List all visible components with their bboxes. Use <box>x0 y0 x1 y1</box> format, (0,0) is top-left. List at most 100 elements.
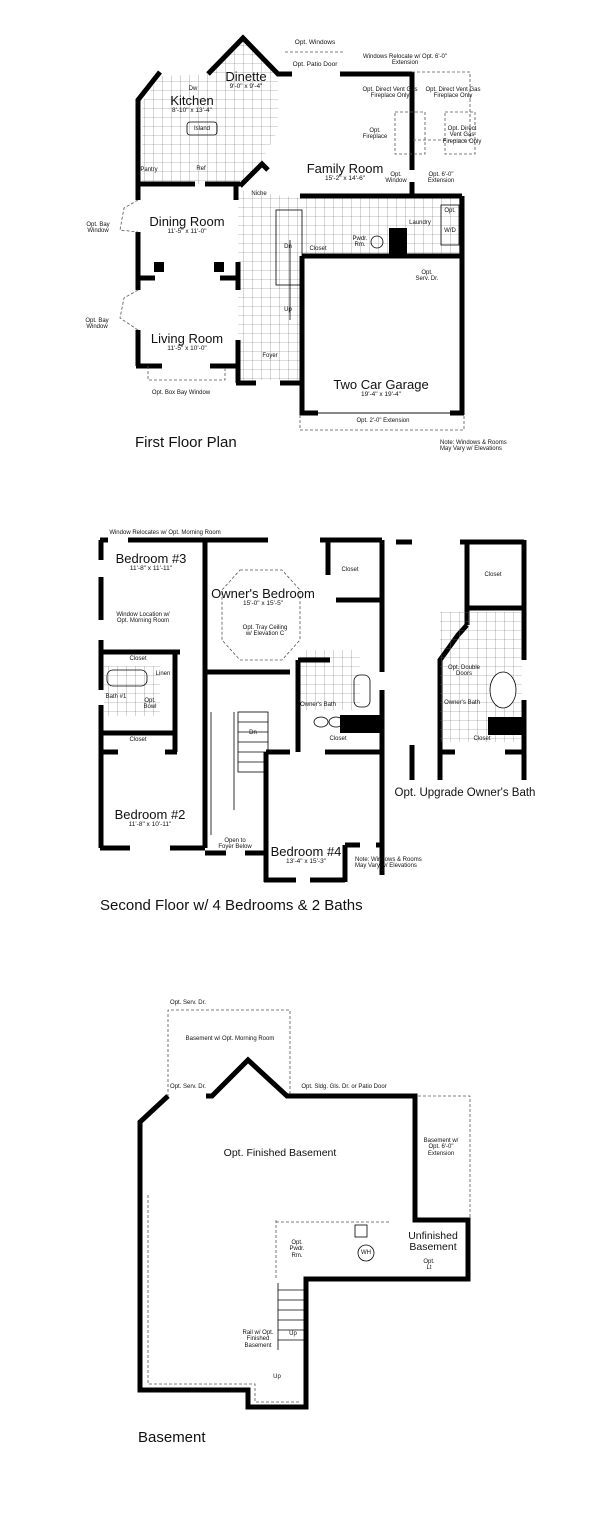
note-line: Note: Windows & Rooms <box>355 857 422 863</box>
second-floor-title: Second Floor w/ 4 Bedrooms & 2 Baths <box>100 897 363 914</box>
label-bay-window-1: Opt. Bay Window <box>86 222 110 235</box>
label-opt-windows: Opt. Windows <box>294 39 336 46</box>
chimney-block <box>389 228 407 256</box>
room-name: Dining Room <box>149 214 225 229</box>
label-opt-powder-room: Opt. Pwdr. Rm. <box>289 1240 305 1259</box>
foyer-tile-floor <box>238 190 300 380</box>
label-window-relocates: Window Relocates w/ Opt. Morning Room <box>109 530 221 536</box>
room-name: Bedroom #3 <box>115 551 187 566</box>
note-line: Note: Windows & Rooms <box>440 440 507 446</box>
owners-bath-chase <box>340 715 382 733</box>
label-refrigerator: Ref <box>196 166 206 172</box>
basement-optional-lines <box>147 1009 471 1403</box>
label-opt-window: Opt. Window <box>385 172 407 185</box>
first-floor-title: First Floor Plan <box>135 434 237 451</box>
label-direct-vent-1: Opt. Direct Vent Gas Fireplace Only <box>362 87 418 100</box>
hall-tile-floor <box>300 198 460 256</box>
upgrade-chase <box>488 717 524 735</box>
label-opt-bowl: Opt. Bowl <box>143 698 157 711</box>
label-closet-bedroom3: Closet <box>129 656 147 662</box>
room-name: Kitchen <box>170 93 214 108</box>
room-dimensions: 19'-4" x 19'-4" <box>361 390 401 398</box>
label-dishwasher: Dw <box>188 86 198 92</box>
label-service-door: Opt. Serv. Dr. <box>170 1084 206 1090</box>
label-stairs-up: Up <box>284 307 292 313</box>
label-water-heater: WH <box>361 1250 371 1256</box>
label-finished-basement: Opt. Finished Basement <box>223 1147 337 1159</box>
label-tray-ceiling: Opt. Tray Ceiling w/ Elevation C <box>242 625 288 638</box>
room-dimensions: 13'-4" x 15'-3" <box>286 857 326 865</box>
label-foyer: Foyer <box>262 353 278 359</box>
label-double-doors: Opt. Double Doors <box>447 665 481 678</box>
room-dimensions: 8'-10" x 13'-4" <box>172 106 212 114</box>
first-floor-fixtures <box>186 121 460 320</box>
label-basement-extension: Basement w/ Opt. 6'-0" Extension <box>423 1138 459 1157</box>
note-line: May Vary w/ Elevations <box>440 446 502 453</box>
label-stairs-up: Up <box>289 1331 297 1337</box>
label-window-location: Window Location w/ Opt. Morning Room <box>116 612 170 625</box>
basement-plan <box>137 1009 471 1410</box>
label-direct-vent-3: Opt. Direct Vent Gas Fireplace Only <box>442 126 482 145</box>
label-opt-patio-door: Opt. Patio Door <box>292 61 338 68</box>
label-closet-bedroom2: Closet <box>129 737 147 743</box>
upgrade-bath-walls <box>396 539 527 780</box>
first-floor-plan <box>119 34 476 431</box>
label-open-to-foyer: Open to Foyer Below <box>218 838 252 851</box>
label-laundry: Laundry <box>409 220 431 226</box>
room-name: Family Room <box>306 161 384 176</box>
basement-outer-walls <box>137 1056 471 1410</box>
basement-stairs <box>277 1224 375 1350</box>
label-closet-bedroom4: Closet <box>329 736 347 742</box>
room-dimensions: 15'-0" x 15'-5" <box>243 599 283 607</box>
tray-ceiling-outline <box>221 569 301 661</box>
label-box-bay-window: Opt. Box Bay Window <box>151 390 211 396</box>
label-upgrade-owners-bath: Owner's Bath <box>444 700 480 706</box>
room-name: Two Car Garage <box>333 377 429 392</box>
label-bath-1: Bath #1 <box>105 694 127 700</box>
room-name: Living Room <box>150 331 224 346</box>
kitchen-tile-floor <box>142 40 278 184</box>
second-floor-plan <box>98 537 527 883</box>
label-stairs-down: Dn <box>284 244 292 250</box>
label-niche: Niche <box>251 191 267 197</box>
label-stairs-up-2: Up <box>273 1374 281 1380</box>
basement-title: Basement <box>138 1429 206 1446</box>
upgrade-bath-title: Opt. Upgrade Owner's Bath <box>394 787 536 799</box>
label-closet: Closet <box>309 246 327 252</box>
label-linen: Linen <box>155 671 171 677</box>
room-dimensions: 11'-5" x 11'-0" <box>167 227 207 235</box>
room-dimensions: 11'-8" x 11'-11" <box>129 564 173 572</box>
label-bay-window-2: Opt. Bay Window <box>85 318 109 331</box>
label-opt-light: Opt. Lt <box>423 1259 435 1272</box>
label-service-door-top: Opt. Serv. Dr. <box>170 1000 206 1006</box>
room-dimensions: 15'-2" x 14'-6" <box>325 174 365 182</box>
label-garage-extension: Opt. 2'-0" Extension <box>356 418 410 424</box>
first-floor-optional-lines <box>119 51 476 431</box>
label-direct-vent-2: Opt. Direct Vent Gas Fireplace Only <box>425 87 481 100</box>
label-windows-relocate: Windows Relocate w/ Opt. 6'-0" Extension <box>363 54 447 67</box>
label-powder-room: Pwdr. Rm. <box>352 236 368 249</box>
label-opt: Opt. <box>444 208 456 214</box>
label-pantry: Pantry <box>140 167 158 173</box>
label-island: Island <box>193 126 211 132</box>
stairs-second-floor <box>106 669 371 835</box>
room-name: Dinette <box>225 69 267 84</box>
label-washer-dryer: W/D <box>444 228 456 234</box>
room-dimensions: 11'-5" x 10'-0" <box>167 344 207 352</box>
room-dimensions: 9'-0" x 9'-4" <box>229 82 263 90</box>
room-dimensions: 11'-8" x 10'-11" <box>128 820 172 828</box>
bath1-tile <box>104 666 160 716</box>
label-closet-owners: Closet <box>341 567 359 573</box>
label-upgrade-closet: Closet <box>484 572 502 578</box>
room-name: Owner's Bedroom <box>211 586 315 601</box>
